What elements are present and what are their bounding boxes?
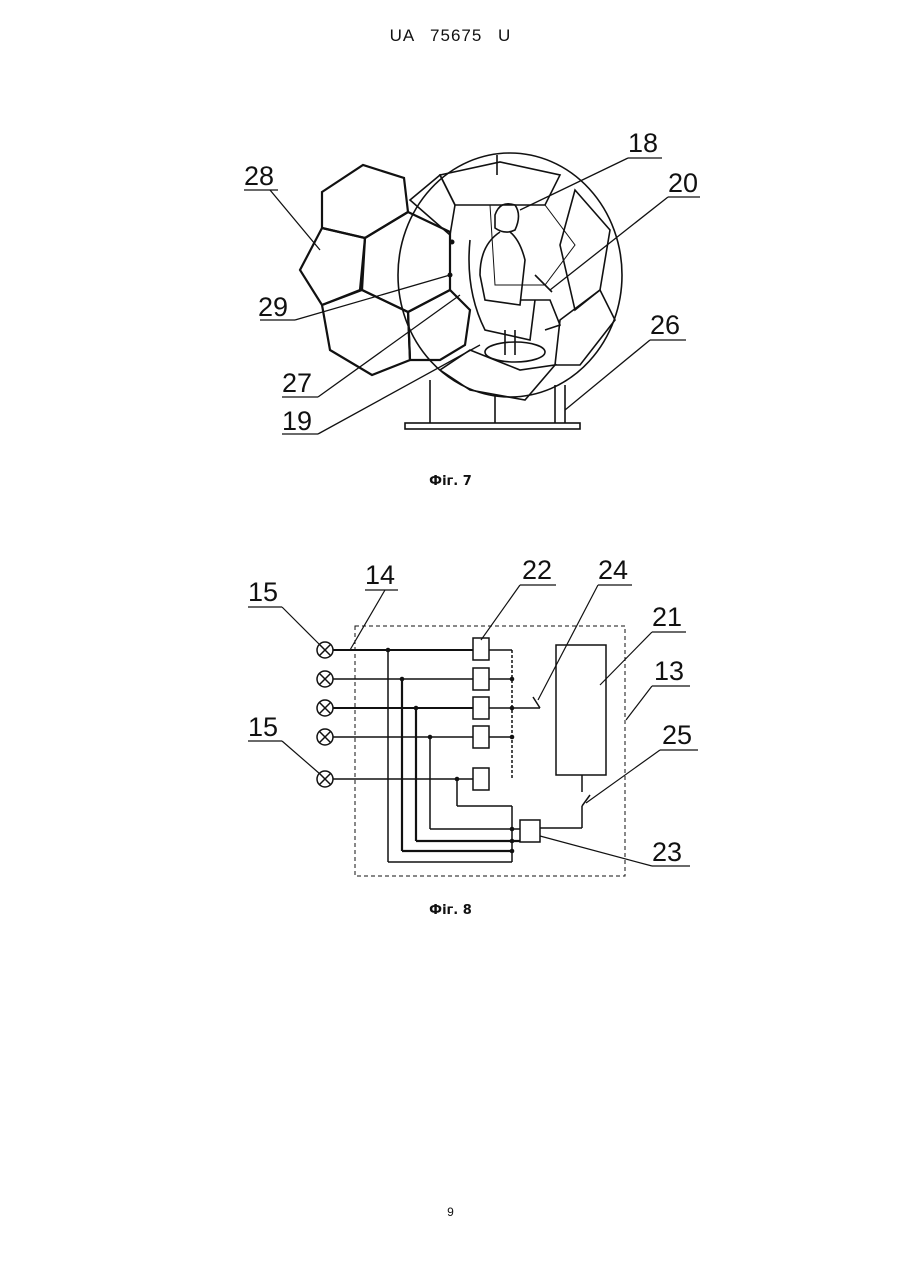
label-24: 24: [598, 555, 628, 585]
figure-7-drawing: 28 18 20 29 26 27 19: [0, 0, 901, 470]
label-13: 13: [654, 656, 684, 686]
page-number: 9: [0, 1205, 901, 1219]
label-22: 22: [522, 555, 552, 585]
label-28: 28: [244, 161, 274, 191]
lamps-15: [317, 642, 333, 787]
label-23: 23: [652, 837, 682, 867]
controller-23: [520, 820, 540, 842]
label-21: 21: [652, 602, 682, 632]
label-14: 14: [365, 560, 395, 590]
label-18: 18: [628, 128, 658, 158]
enclosure-13: [355, 626, 625, 876]
block-21: [556, 645, 606, 775]
label-15-bottom: 15: [248, 712, 278, 742]
figure-8-drawing: 15 14 22 24 21 13 15 25 23: [0, 540, 901, 900]
label-15-top: 15: [248, 577, 278, 607]
label-20: 20: [668, 168, 698, 198]
base-plate: [405, 423, 580, 429]
panel-hex-1: [322, 165, 408, 238]
label-26: 26: [650, 310, 680, 340]
label-27: 27: [282, 368, 312, 398]
figure-7-caption: Фіг. 7: [0, 474, 901, 489]
label-29: 29: [258, 292, 288, 322]
label-25: 25: [662, 720, 692, 750]
figure-8-caption: Фіг. 8: [0, 903, 901, 918]
label-19: 19: [282, 406, 312, 436]
